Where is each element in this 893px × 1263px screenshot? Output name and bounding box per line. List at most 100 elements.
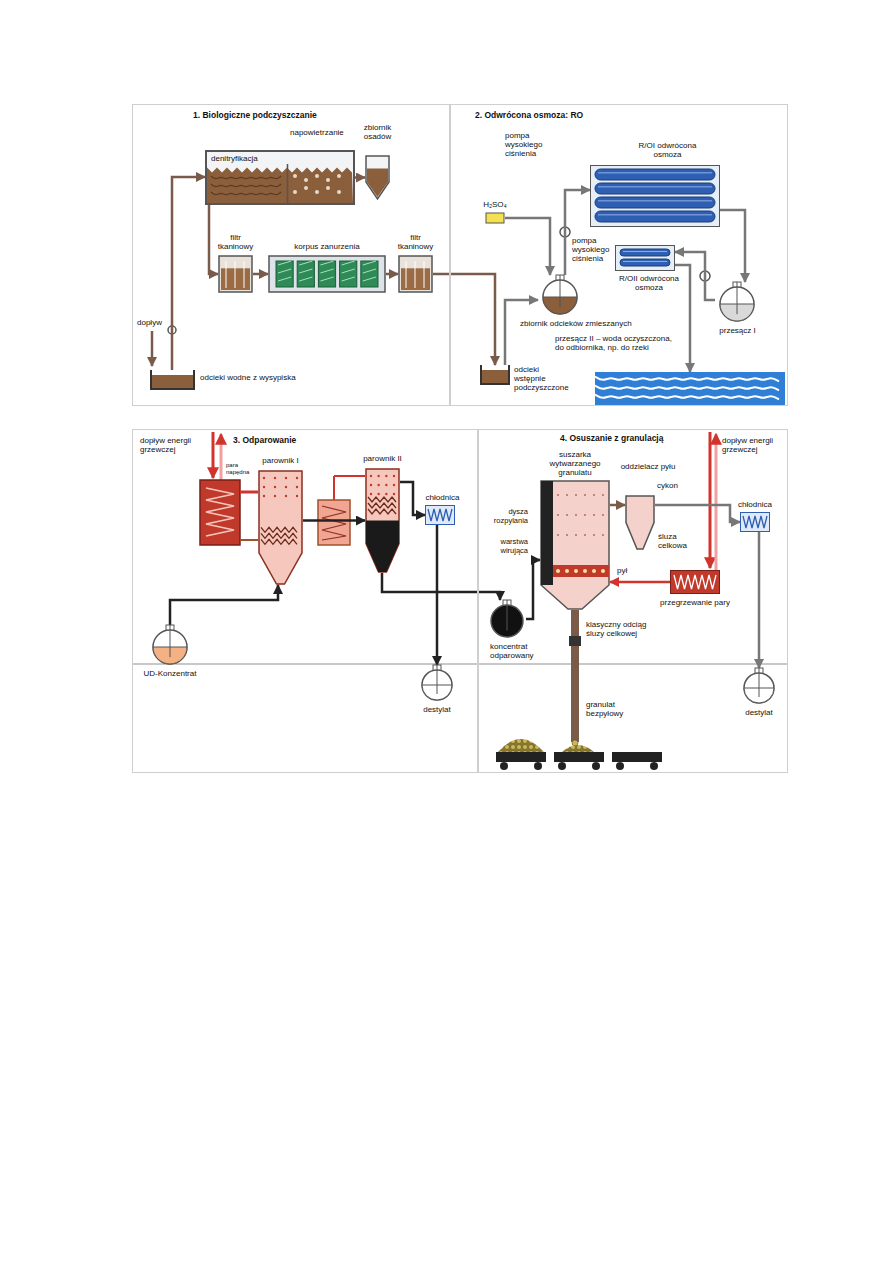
cooler: chłodnica — [425, 505, 455, 525]
shape-outline — [418, 665, 456, 701]
pipe-connector — [433, 274, 495, 365]
cooler: chłodnica — [740, 512, 770, 532]
pipe-connector — [655, 505, 740, 522]
steam-line — [240, 539, 258, 541]
wagon-wheel — [592, 762, 600, 770]
section-title: 1. Biologiczne podczyszczanie — [193, 111, 393, 120]
acid-tank: H₂SO₄ — [485, 212, 505, 224]
pipe-connector — [505, 218, 550, 275]
section-panel: 1. Biologiczne podczyszczanie denitryfika… — [133, 105, 450, 405]
shape-outline — [365, 468, 400, 573]
node-label: suszarka wytwarzanego granulatu — [535, 450, 615, 477]
pipe-connector — [386, 273, 398, 276]
cyclone: oddzielacz pyłucykon — [625, 495, 655, 550]
pipe-connector — [505, 300, 538, 365]
annotation: dopływ energii grzewczej — [722, 436, 782, 454]
pipe-connector — [209, 205, 218, 274]
heat-supply-line — [709, 432, 712, 568]
section-panel: 2. Odwrócona osmoza: RO zbiornik odcieków… — [450, 105, 787, 405]
shape-outline — [740, 668, 778, 704]
pipe-connector — [610, 581, 670, 584]
annotation: śluza celkowa — [658, 532, 702, 550]
shape-outline — [268, 255, 386, 293]
annotation: klasyczny odciąg śluzy celkowej — [586, 620, 661, 638]
shape-outline — [485, 212, 505, 224]
receiver-water: przesącz II – woda oczyszczona, do odbio… — [595, 372, 785, 405]
vessel: zbiornik odcieków zmieszanych — [538, 275, 582, 315]
node-label: filtr tkaninowy — [213, 233, 258, 251]
section-title: 3. Odparowanie — [233, 436, 383, 445]
annotation: granulat bezpyłowy — [586, 700, 642, 718]
inflow-arrow — [151, 331, 154, 366]
basin: odcieki wstępnie podczyszczone — [480, 365, 510, 385]
pipe-connector — [172, 177, 205, 370]
node-label: chłodnica — [735, 500, 775, 509]
shape-outline — [595, 372, 785, 405]
steam-line — [334, 475, 365, 477]
shape-outline — [258, 470, 303, 585]
pipe-connector — [253, 273, 268, 276]
heat-exchanger — [200, 480, 240, 545]
wagon-wheel — [534, 762, 542, 770]
shape-outline — [398, 255, 433, 293]
annotation: pył — [617, 566, 639, 575]
node-label: destylat — [413, 705, 461, 714]
vessel: przesącz I — [715, 282, 759, 322]
node-label: H₂SO₄ — [477, 200, 513, 209]
wagon — [496, 752, 546, 762]
denitrification-tank: denitryfikacjanapowietrzanie — [205, 150, 355, 205]
shape-outline — [478, 430, 787, 772]
shape-outline — [740, 512, 770, 532]
shape-outline — [670, 570, 720, 594]
steam-superheater: przegrzewanie pary — [670, 570, 720, 594]
pipe-connector — [610, 504, 625, 507]
pipe-connector — [303, 519, 365, 522]
node-label: napowietrzanie — [290, 128, 360, 137]
cloth-filter: filtr tkaninowy — [218, 255, 253, 293]
shape-outline — [625, 495, 655, 550]
node-label: parownik II — [360, 454, 405, 463]
pipe-connector — [526, 560, 540, 619]
service-line — [133, 663, 787, 665]
pipe-connector — [675, 252, 715, 300]
heat-return-line — [715, 434, 718, 570]
annotation: pompa wysokiego ciśnienia — [505, 131, 560, 158]
node-label: filtr tkaninowy — [393, 233, 438, 251]
pipe-connector — [436, 525, 439, 665]
vessel: destylat — [740, 668, 778, 704]
wagon-wheel — [650, 762, 658, 770]
evaporator: parownik II — [365, 468, 400, 573]
node-label: odcieki wstępnie podczyszczone — [514, 365, 570, 392]
node-label: destylat — [735, 708, 783, 717]
shape-outline — [133, 430, 478, 772]
node-label: przegrzewanie pary — [660, 598, 730, 607]
granulate-pile — [562, 745, 594, 752]
granulating-dryer: suszarka wytwarzanego granulatu — [540, 480, 610, 610]
shape-outline — [590, 165, 720, 227]
node-label: R/OI odwrócona osmoza — [630, 141, 705, 159]
annotation: dopływ — [137, 318, 173, 327]
shape-outline — [488, 600, 526, 638]
annotation: para napędna — [226, 462, 258, 476]
immersion-body: korpus zanurzenia — [268, 255, 386, 293]
granulate-pile — [498, 739, 544, 752]
section-title: 2. Odwrócona osmoza: RO — [475, 111, 675, 120]
rotary-valve — [569, 636, 581, 646]
node-label: oddzielacz pyłu — [613, 462, 683, 471]
vessel: koncentrat odparowany — [488, 600, 526, 638]
evaporator: parownik I — [258, 470, 303, 585]
sludge-tank: zbiornik osadów — [365, 155, 390, 200]
node-label: odcieki wodne z wysypiska — [200, 373, 310, 382]
heat-return-line — [220, 434, 223, 480]
steam-line — [240, 491, 258, 494]
membrane-module: R/OII odwrócona osmoza — [615, 245, 675, 271]
pipe-connector — [170, 585, 278, 625]
shape-outline — [480, 365, 510, 385]
discharge-pipe — [571, 610, 579, 742]
exchanger-coil — [206, 488, 234, 536]
section-title: 4. Osuszanie z granulacją — [560, 434, 720, 443]
pipe-connector — [400, 482, 425, 515]
node-label: chłodnica — [420, 493, 465, 502]
shape-outline — [615, 245, 675, 271]
shape-outline — [218, 255, 253, 293]
